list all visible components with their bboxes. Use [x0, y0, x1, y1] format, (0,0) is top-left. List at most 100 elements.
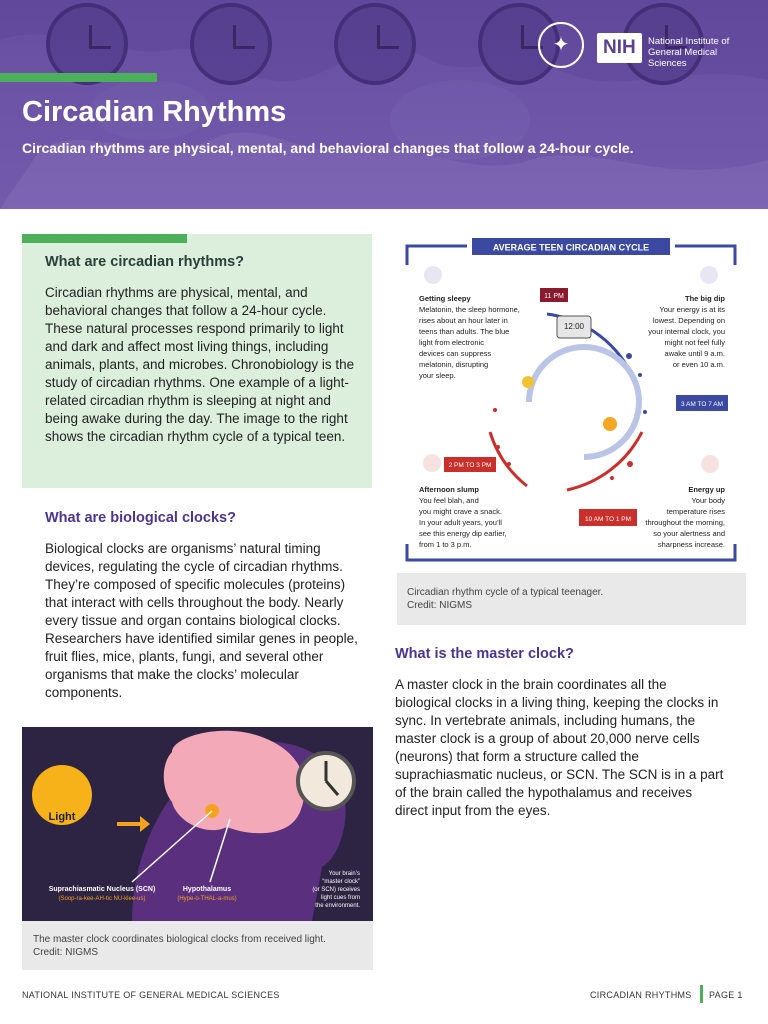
getting-sleepy-line: melatonin, disrupting: [419, 360, 488, 369]
big-dip-block: The big dip Your energy is at its lowest…: [648, 294, 725, 369]
caption-credit: Credit: NIGMS: [407, 599, 473, 611]
time-badge-3am: [676, 395, 728, 411]
time-badge-3am-label: 3 AM TO 7 AM: [681, 401, 723, 408]
frame-bottom: [405, 544, 737, 562]
world-map-background: [0, 34, 768, 209]
caption-line: Circadian rhythm cycle of a typical teen…: [407, 587, 604, 598]
time-badge-11pm-label: 11 PM: [544, 293, 564, 300]
big-dip-line: lowest. Depending on: [653, 316, 725, 325]
scn-label: Suprachiasmatic Nucleus (SCN): [49, 886, 156, 893]
figure-title: AVERAGE TEEN CIRCADIAN CYCLE: [493, 243, 649, 253]
time-badge-2pm: [444, 457, 496, 472]
time-badge-10am-label: 10 AM TO 1 PM: [585, 516, 631, 523]
footer-page-number: PAGE 1: [709, 990, 743, 1000]
callout-accent-bar: [22, 234, 187, 243]
nih-institute-name: National Institute of General Medical Sc…: [648, 36, 730, 69]
getting-sleepy-line: Melatonin, the sleep hormone,: [419, 305, 520, 314]
afternoon-slump-line: In your adult years, you’ll: [419, 518, 502, 527]
hhs-eagle-logo-icon: ✦: [538, 22, 584, 68]
wall-clock-icon: [190, 3, 272, 85]
time-badge-10am: [579, 509, 637, 526]
brain-icon: [163, 730, 305, 834]
note-line: (or SCN) receives: [312, 887, 360, 893]
cycle-figure-caption-box: Circadian rhythm cycle of a typical teen…: [397, 573, 746, 625]
footer-topic: CIRCADIAN RHYTHMS: [590, 990, 692, 1000]
hypothalamus-label: Hypothalamus: [183, 886, 231, 893]
energy-up-line: Your body: [691, 496, 725, 505]
inner-cycle-arrow: [526, 344, 642, 460]
getting-sleepy-line: your sleep.: [419, 371, 456, 380]
intro-callout-box: [22, 234, 372, 488]
brain-figure-caption: The master clock coordinates biological …: [33, 934, 326, 959]
caption-credit: Credit: NIGMS: [33, 946, 99, 958]
footer-divider: [700, 985, 703, 1003]
afternoon-slump-line: You feel blah, and: [419, 496, 479, 505]
wall-clock-icon: [334, 3, 416, 85]
time-badge-11pm: [540, 288, 568, 302]
big-dip-line: or even 10 a.m.: [673, 360, 725, 369]
energy-up-line: so your alertness and: [653, 529, 725, 538]
sun-icon: [603, 417, 617, 431]
figure-title-bar: [472, 238, 670, 255]
brain-figure-caption-box: The master clock coordinates biological …: [22, 921, 373, 970]
frame-corner: [675, 244, 737, 265]
alarm-clock-icon: [556, 315, 592, 339]
getting-sleepy-line: devices can suppress: [419, 349, 491, 358]
cycle-figure-caption: Circadian rhythm cycle of a typical teen…: [407, 587, 603, 612]
footer-institute: NATIONAL INSTITUTE OF GENERAL MEDICAL SC…: [22, 990, 280, 1000]
afternoon-slump-line: you might crave a snack.: [419, 507, 502, 516]
frame-corner: [405, 244, 467, 265]
moon-icon: [522, 376, 534, 388]
note-line: the environment.: [315, 903, 360, 909]
sun-icon: [32, 765, 92, 825]
energy-up-heading: Energy up: [688, 485, 725, 494]
getting-sleepy-line: rises about an hour later in: [419, 316, 508, 325]
afternoon-slump-block: Afternoon slump You feel blah, and you m…: [419, 485, 507, 549]
hypothalamus-pronunciation: (Hype-o-THAL-a-mus): [177, 896, 236, 902]
section-body-master-clock: A master clock in the brain coordinates …: [395, 677, 724, 818]
section-heading-biological-clocks: What are biological clocks?: [45, 510, 236, 526]
afternoon-slump-line: from 1 to 3 p.m.: [419, 540, 472, 549]
energy-up-line: sharpness increase.: [658, 540, 725, 549]
note-line: Your brain’s: [329, 871, 360, 877]
getting-sleepy-line: teens than adults. The blue: [419, 327, 509, 336]
afternoon-slump-heading: Afternoon slump: [419, 485, 479, 494]
energy-up-line: temperature rises: [667, 507, 726, 516]
scn-pronunciation: (Soop-ra-kee-AH-tic NU-klee-us): [58, 896, 145, 902]
master-clock-note: Your brain’s “master clock” (or SCN) rec…: [312, 871, 360, 909]
time-badge-2pm-label: 2 PM TO 3 PM: [449, 462, 492, 469]
sleepy-face-icon: [424, 266, 442, 284]
caption-line: The master clock coordinates biological …: [33, 934, 326, 945]
getting-sleepy-block: Getting sleepy Melatonin, the sleep horm…: [419, 294, 520, 380]
note-line: “master clock”: [322, 879, 360, 885]
big-dip-line: Your energy is at its: [659, 305, 725, 314]
slumped-figure-icon: [423, 454, 441, 472]
afternoon-slump-line: see this energy dip earlier,: [419, 529, 507, 538]
note-line: light cues from: [321, 895, 360, 901]
getting-sleepy-line: light from electronic: [419, 338, 484, 347]
energy-up-line: throughout the morning,: [645, 518, 725, 527]
big-dip-line: awake until 9 a.m.: [665, 349, 725, 358]
page-subtitle: Circadian rhythms are physical, mental, …: [22, 140, 634, 156]
section-heading-circadian-rhythms: What are circadian rhythms?: [45, 254, 245, 270]
light-arrow-icon: [117, 816, 150, 832]
page-title: Circadian Rhythms: [22, 96, 287, 128]
energy-dip-chart-icon: [700, 266, 718, 284]
light-label: Light: [49, 811, 76, 823]
thermometer-icon: [701, 455, 719, 473]
big-dip-heading: The big dip: [685, 294, 725, 303]
big-dip-line: might not feel fully: [665, 338, 726, 347]
section-body-biological-clocks: Biological clocks are organisms’ natural…: [45, 541, 358, 700]
wall-clock-icon: [46, 3, 128, 85]
hypothalamus-pointer-line: [209, 818, 231, 883]
big-dip-line: your internal clock, you: [648, 327, 725, 336]
scn-pointer-line: [131, 810, 213, 883]
section-body-circadian-rhythms: Circadian rhythms are physical, mental, …: [45, 285, 355, 444]
alarm-clock-display: 12:00: [564, 322, 585, 331]
teen-circadian-cycle-figure: AVERAGE TEEN CIRCADIAN CYCLE 12:00 11 PM…: [397, 232, 745, 573]
getting-sleepy-heading: Getting sleepy: [419, 294, 472, 303]
master-clock-brain-figure: Light Suprachiasmatic Nucleus (SCN) (Soo…: [22, 727, 373, 921]
energy-up-block: Energy up Your body temperature rises th…: [645, 485, 725, 549]
header-accent-strip: [0, 73, 157, 82]
cycle-arc-afternoon: [488, 431, 528, 488]
